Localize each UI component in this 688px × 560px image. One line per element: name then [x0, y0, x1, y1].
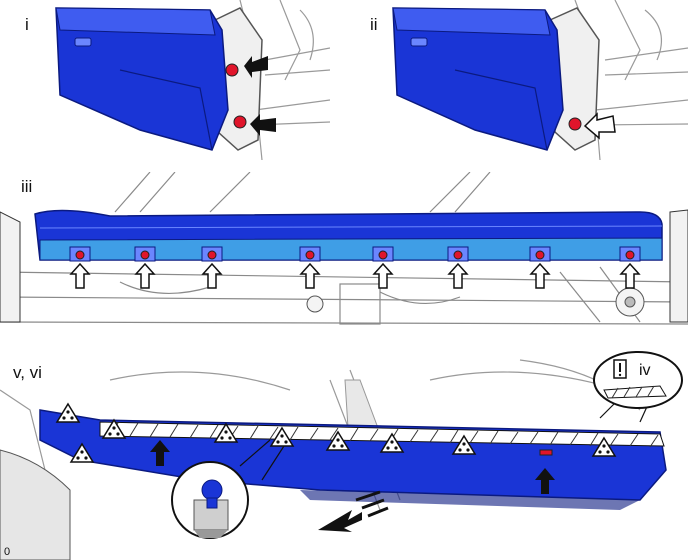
clips-row — [69, 246, 641, 289]
panel-iii-illustration — [0, 172, 688, 325]
clip-red-3 — [568, 117, 582, 131]
panel-ii-illustration — [392, 0, 688, 160]
clip-red — [75, 250, 85, 260]
solid-arrow-icon — [244, 56, 268, 78]
panel-ii: ii — [345, 0, 688, 160]
clip-red-1 — [225, 63, 239, 77]
clip-red — [453, 250, 463, 260]
panel-v-vi: v, vi iv — [0, 350, 688, 560]
clip-red — [378, 250, 388, 260]
solid-arrow-icon — [150, 440, 170, 466]
callout-label-iv: iv — [639, 362, 651, 379]
panel-label-v-vi: v, vi — [10, 364, 45, 382]
panel-label-ii: ii — [367, 16, 381, 34]
outline-arrow-icon — [134, 262, 156, 289]
corner-id: 0 — [4, 546, 11, 558]
outline-arrow-icon — [299, 262, 321, 289]
panel-label-iii: iii — [18, 178, 36, 196]
panel-iii: iii — [0, 172, 688, 340]
outline-arrow-icon — [583, 112, 616, 140]
clip-red — [140, 250, 150, 260]
outline-arrow-icon — [69, 262, 91, 289]
panel-i-illustration — [55, 0, 330, 160]
callout-iv-bubble — [593, 351, 683, 409]
removal-direction-arrow-icon — [318, 490, 389, 532]
panel-v-vi-illustration — [0, 351, 683, 560]
solid-arrow-icon — [250, 114, 276, 136]
clip-red — [625, 250, 635, 260]
clip-red — [207, 250, 217, 260]
clip-red-2 — [233, 115, 247, 129]
panel-label-i: i — [22, 16, 32, 34]
solid-arrow-icon — [535, 468, 555, 494]
clip-markers — [55, 402, 617, 463]
clip-red — [305, 250, 315, 260]
outline-arrow-icon — [619, 262, 641, 289]
clip-red — [535, 250, 545, 260]
outline-arrow-icon — [372, 262, 394, 289]
panel-i: i — [0, 0, 330, 160]
outline-arrow-icon — [529, 262, 551, 289]
outline-arrow-icon — [201, 262, 223, 289]
outline-arrow-icon — [447, 262, 469, 289]
